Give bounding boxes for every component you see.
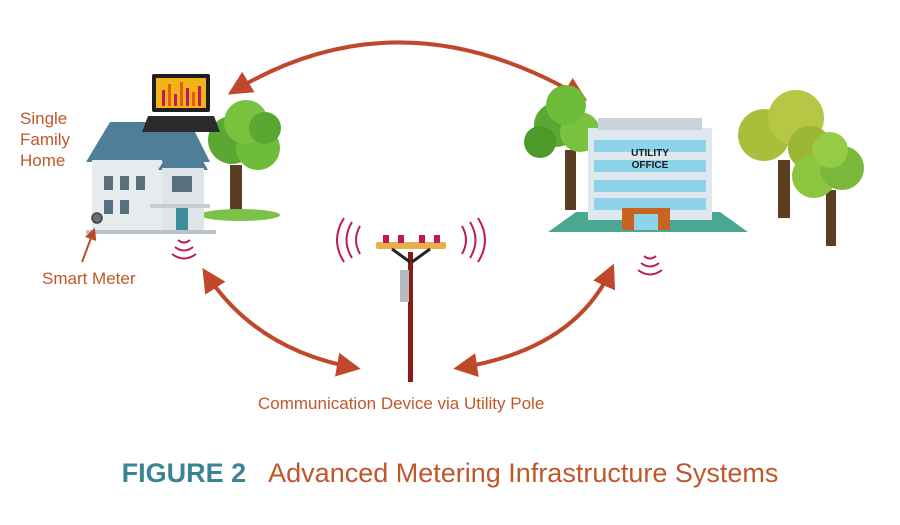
arrow-home-to-pole (202, 267, 361, 377)
smart-meter-label: Smart Meter (42, 269, 136, 288)
utility-office-icon: UTILITY OFFICE (548, 118, 748, 232)
office-sign-line2: OFFICE (632, 160, 669, 171)
figure-title: Advanced Metering Infrastructure Systems (268, 458, 779, 488)
home-label-line1: Single (20, 109, 68, 128)
smart-meter-pointer (81, 227, 97, 263)
utility-pole-label: Communication Device via Utility Pole (258, 394, 545, 413)
arrow-home-to-office (227, 40, 588, 101)
smart-meter-icon (91, 212, 103, 224)
home-label-line2: Family (20, 130, 71, 149)
tree-icon (200, 100, 281, 221)
arrow-pole-to-office (453, 263, 616, 377)
single-family-home-label: Single Family Home (20, 108, 140, 171)
signal-waves-icon (336, 217, 486, 263)
laptop-icon (142, 74, 220, 132)
signal-waves-icon (171, 239, 197, 260)
figure-caption: FIGURE 2 Advanced Metering Infrastructure… (0, 458, 900, 489)
figure-number: FIGURE 2 (121, 458, 247, 488)
tree-icon (792, 132, 864, 246)
home-label-line3: Home (20, 151, 66, 170)
utility-pole-icon (376, 235, 446, 382)
office-sign-line1: UTILITY (631, 148, 669, 159)
signal-waves-icon (637, 255, 663, 276)
tree-icon (738, 90, 832, 218)
house-icon (86, 122, 216, 234)
